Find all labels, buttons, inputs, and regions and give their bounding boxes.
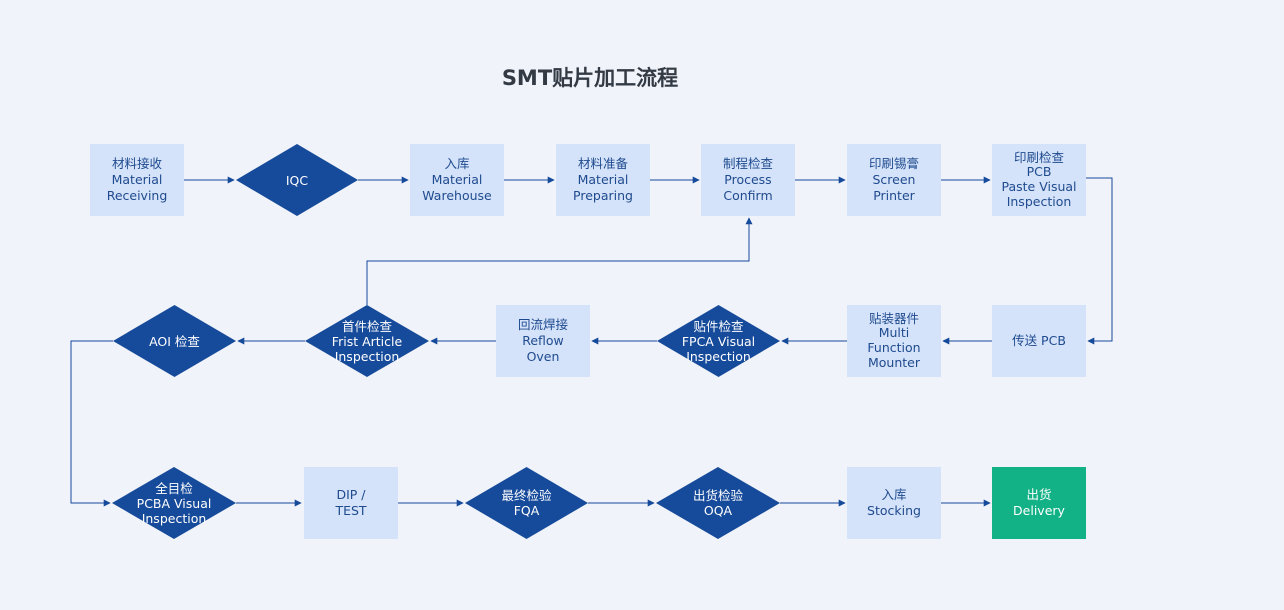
step-label-line: Inspection: [141, 510, 207, 526]
arrow-inspection-to-transfer: [1086, 177, 1113, 345]
step-label-line: Material: [577, 171, 629, 187]
step-label-line: 传送 PCB: [1012, 332, 1066, 348]
step-label-line: Stocking: [867, 503, 921, 518]
step-label-line: Delivery: [1013, 503, 1065, 518]
step-label-line: FPCA Visual: [681, 333, 756, 349]
step-label-line: Function: [867, 340, 921, 355]
step-label-line: IQC: [285, 172, 309, 188]
step-label-line: 最终检验: [501, 488, 552, 503]
step-label-line: Inspection: [686, 348, 751, 364]
step-label-line: 出货: [1026, 486, 1052, 502]
step-label-line: Reflow: [522, 332, 564, 348]
step-label-line: Material: [431, 171, 483, 187]
step-label-line: 贴件检查: [693, 318, 744, 334]
step-label-line: Warehouse: [422, 188, 492, 204]
arrow-aoi-to-pcba: [70, 340, 113, 507]
step-label-line: TEST: [335, 503, 367, 518]
step-label-line: 出货检验: [692, 488, 743, 503]
step-label-line: 入库: [444, 155, 470, 171]
step-label-line: PCB: [1026, 164, 1052, 180]
step-label-line: 全目检: [155, 480, 193, 496]
step-label-line: Inspection: [1006, 193, 1072, 209]
step-label-line: 印刷锡膏: [868, 155, 919, 171]
step-label-line: Receiving: [106, 188, 168, 204]
step-label-line: Process: [724, 171, 772, 187]
step-label-line: 回流焊接: [517, 316, 568, 332]
step-label-line: 贴装器件: [868, 310, 919, 326]
step-dip-test: DIP /TEST: [304, 467, 398, 539]
step-label-line: PCBA Visual: [136, 495, 212, 511]
step-transfer-pcb: 传送 PCB: [992, 305, 1086, 377]
step-label-line: AOI 检查: [149, 333, 200, 349]
step-label-line: 材料接收: [111, 155, 162, 171]
step-label-line: Multi: [878, 325, 910, 341]
step-aoi-inspection-decision: AOI 检查: [113, 305, 236, 377]
step-label-line: Confirm: [723, 188, 773, 204]
step-label-line: 首件检查: [341, 318, 392, 334]
step-label-line: FQA: [513, 503, 540, 518]
step-label-line: 印刷检查: [1013, 149, 1064, 165]
step-label-line: Mounter: [867, 354, 920, 370]
step-label-line: Paste Visual: [1001, 179, 1077, 194]
step-label-line: Inspection: [334, 348, 400, 364]
step-label-line: 制程检查: [722, 155, 773, 171]
step-iqc-decision: IQC: [236, 144, 358, 216]
step-label-line: Frist Article: [331, 333, 403, 349]
step-label-line: Material: [111, 171, 163, 187]
step-label-line: 入库: [881, 486, 907, 502]
step-label-line: Oven: [526, 349, 560, 365]
step-label-line: Preparing: [573, 188, 633, 204]
step-label-line: Screen: [872, 171, 916, 187]
step-label-line: 材料准备: [577, 155, 628, 171]
page-title: SMT贴片加工流程: [501, 66, 679, 90]
step-label-line: Printer: [873, 188, 915, 204]
step-label-line: DIP /: [336, 486, 366, 502]
arrow-first-article-to-confirm: [366, 217, 753, 305]
step-label-line: OQA: [703, 503, 733, 518]
